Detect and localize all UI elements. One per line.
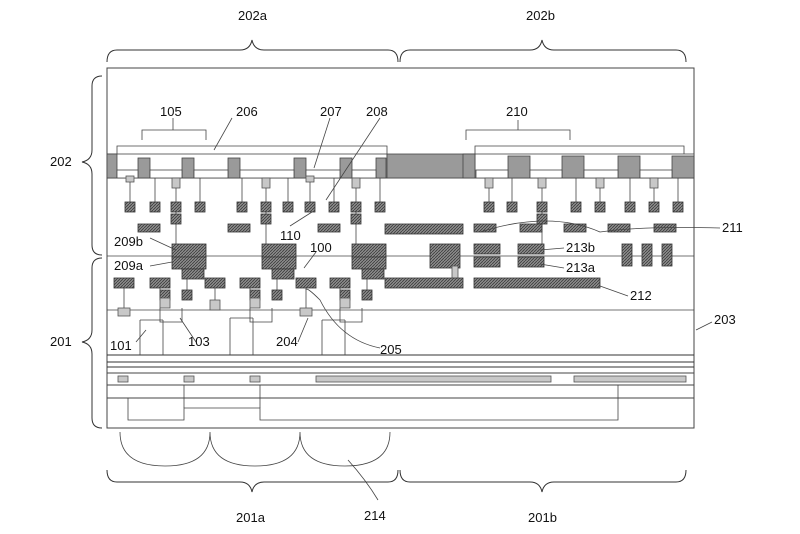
- label-208: 208: [366, 104, 388, 119]
- label-214: 214: [364, 508, 386, 523]
- brace-210: [465, 120, 571, 140]
- bottom-pad: [183, 375, 195, 383]
- label-202b: 202b: [526, 8, 555, 23]
- label-209b: 209b: [114, 234, 143, 249]
- label-201a: 201a: [236, 510, 266, 525]
- bottom-pad: [117, 375, 129, 383]
- pad-block: [429, 243, 461, 269]
- chip-pad: [227, 157, 241, 179]
- chip-pad: [507, 155, 531, 179]
- label-206: 206: [236, 104, 258, 119]
- label-201b: 201b: [528, 510, 557, 525]
- brace-201: [81, 257, 103, 429]
- substrate-box: [106, 397, 695, 429]
- bracket-206: [116, 145, 388, 154]
- brace-105: [141, 118, 207, 140]
- bottom-strip: [573, 375, 687, 383]
- hatched-pads-upper: [124, 201, 684, 213]
- label-204: 204: [276, 334, 298, 349]
- pad-block: [661, 243, 673, 267]
- label-201: 201: [50, 334, 72, 349]
- label-105: 105: [160, 104, 182, 119]
- label-213b: 213b: [566, 240, 595, 255]
- pads-209b: [171, 243, 545, 259]
- chip-pad: [181, 157, 195, 179]
- bottom-strip: [315, 375, 552, 383]
- chip-pad: [375, 157, 387, 179]
- bar-212-left: [384, 277, 464, 289]
- chip-pad: [106, 153, 118, 179]
- pad-block: [621, 243, 633, 267]
- label-103: 103: [188, 334, 210, 349]
- chip-pad: [617, 155, 641, 179]
- substrate-routing: [127, 385, 619, 421]
- label-209a: 209a: [114, 258, 144, 273]
- chip-pad: [671, 155, 695, 179]
- chip-pad: [462, 153, 476, 179]
- label-211: 211: [722, 220, 743, 235]
- hatched-pads-row2: [137, 213, 677, 235]
- lower-plugs: [117, 297, 351, 317]
- leader-lines: [135, 117, 721, 501]
- brace-201a: [106, 469, 399, 493]
- brace-201b: [399, 469, 687, 493]
- brace-202: [81, 75, 103, 256]
- chip-pad: [561, 155, 585, 179]
- brace-202b: [399, 39, 687, 63]
- lower-bumps: [113, 268, 385, 301]
- via-stems-upper: [129, 178, 679, 248]
- label-110: 110: [280, 228, 301, 243]
- label-101: 101: [110, 338, 132, 353]
- chip-pad: [339, 157, 353, 179]
- scallop-214: [119, 431, 391, 467]
- pad-block: [641, 243, 653, 267]
- substrate-routing: [183, 385, 261, 408]
- bracket-210-row: [474, 145, 685, 154]
- bottom-layer-box: [106, 372, 695, 386]
- pads-209a: [171, 256, 545, 270]
- chip-pad: [293, 157, 307, 179]
- label-213a: 213a: [566, 260, 596, 275]
- lower-stems: [123, 279, 368, 310]
- label-203: 203: [714, 312, 736, 327]
- lower-partitions: [139, 317, 346, 355]
- lower-well-outline: [159, 308, 363, 323]
- label-210: 210: [506, 104, 528, 119]
- label-207: 207: [320, 104, 342, 119]
- top-contact-row: [116, 169, 673, 179]
- chip-pad: [137, 157, 151, 179]
- bottom-pad: [249, 375, 261, 383]
- label-202a: 202a: [238, 8, 268, 23]
- label-212: 212: [630, 288, 652, 303]
- label-205: 205: [380, 342, 402, 357]
- label-202: 202: [50, 154, 72, 169]
- chip-block-center: [386, 153, 476, 179]
- label-100: 100: [310, 240, 332, 255]
- bar-212: [473, 277, 601, 289]
- brace-202a: [106, 39, 399, 63]
